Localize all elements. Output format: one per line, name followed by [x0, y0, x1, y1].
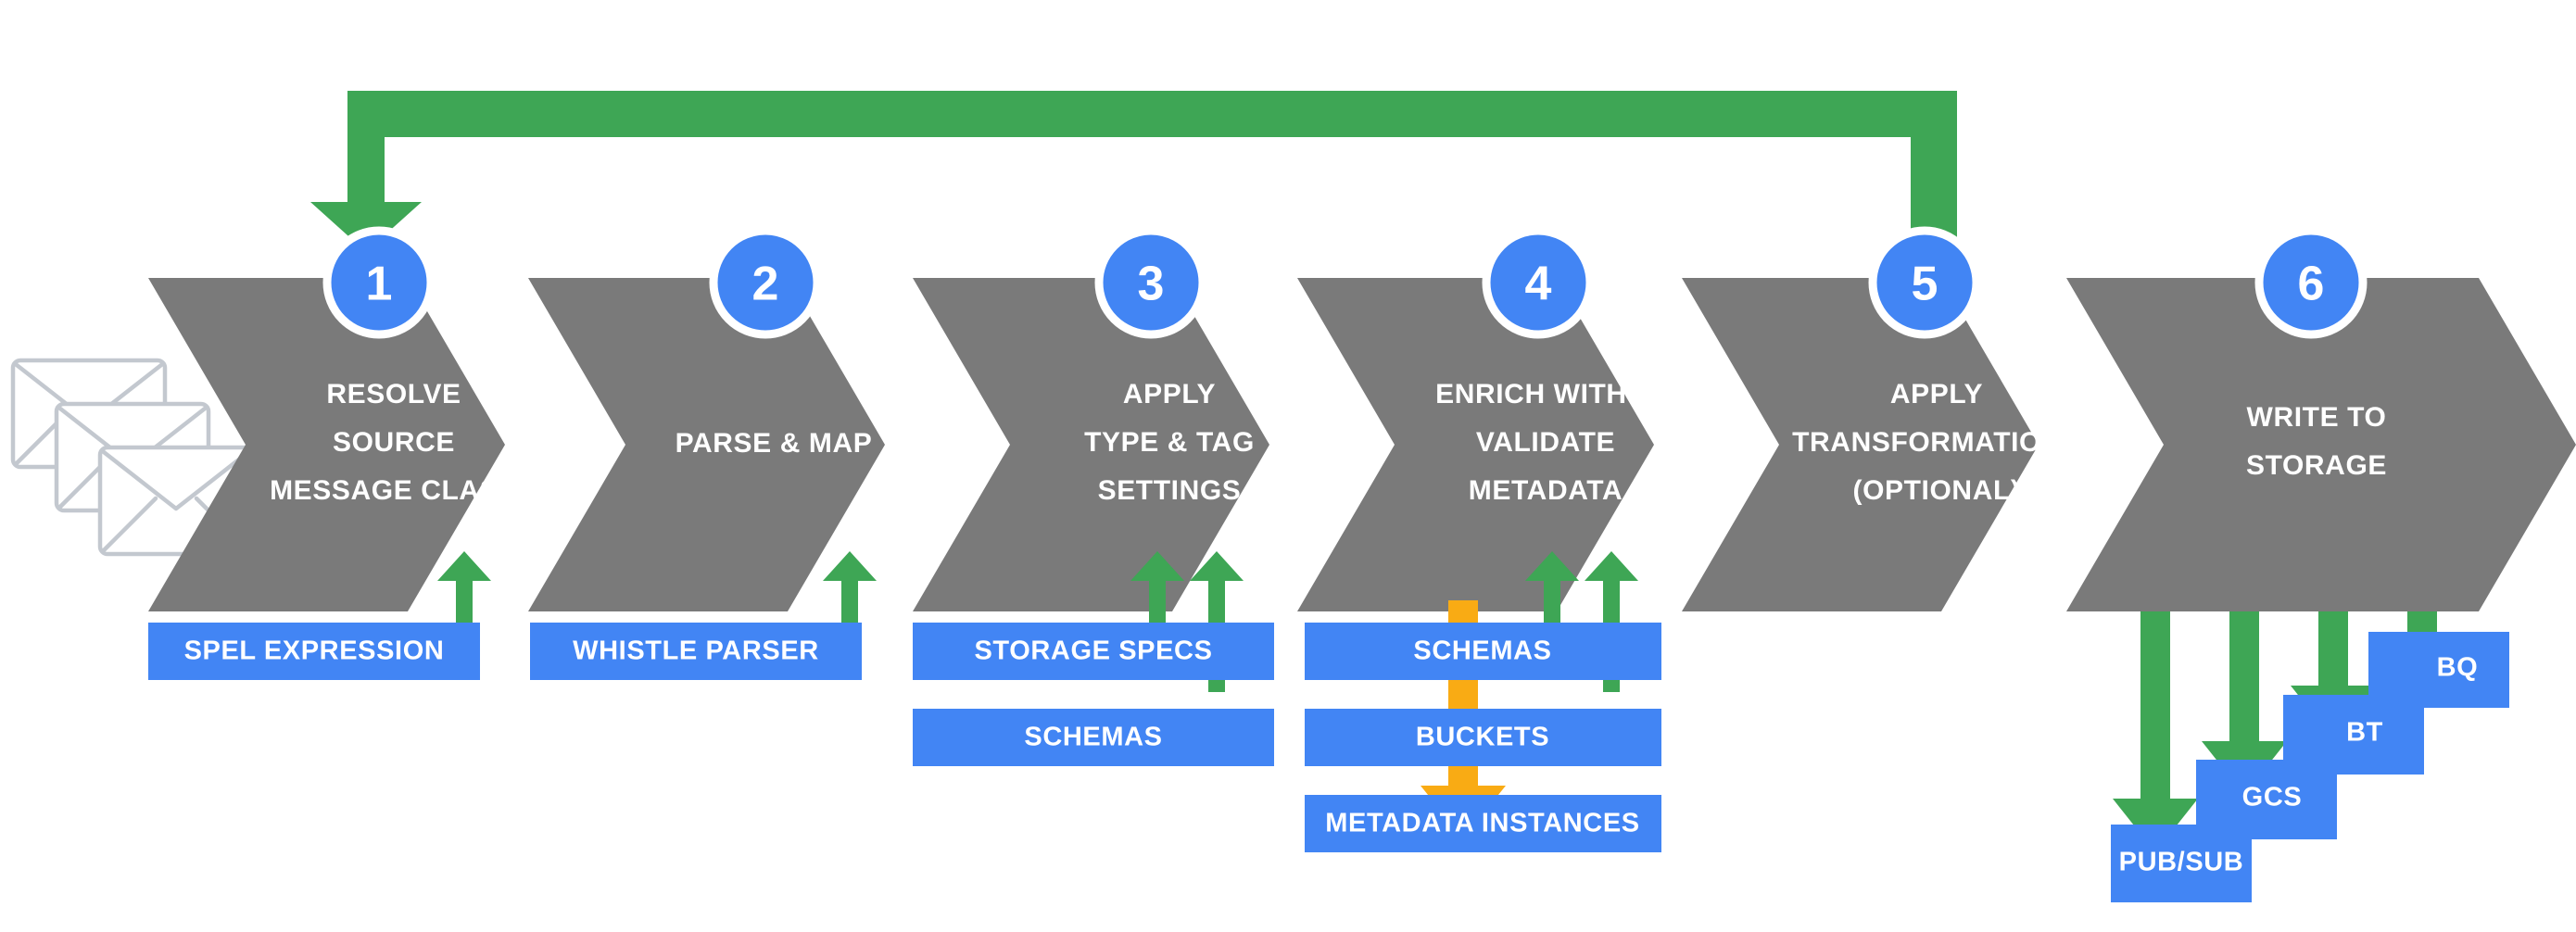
step-badge-6[interactable]: 6	[2254, 226, 2368, 339]
svg-text:TRANSFORMATIONS: TRANSFORMATIONS	[1792, 427, 2081, 458]
step-badge-1[interactable]: 1	[322, 226, 436, 339]
input-arrow-step-3a	[1130, 551, 1184, 644]
svg-text:APPLY: APPLY	[1123, 379, 1216, 409]
input-box-metadata-instances[interactable]: METADATA INSTANCES	[1305, 795, 1661, 852]
step-badge-4[interactable]: 4	[1482, 226, 1595, 339]
input-box-schemas-step-4[interactable]: SCHEMAS	[1305, 623, 1661, 680]
svg-text:SETTINGS: SETTINGS	[1098, 475, 1242, 506]
input-box-schemas-step-3[interactable]: SCHEMAS	[913, 709, 1274, 766]
svg-text:METADATA: METADATA	[1469, 475, 1623, 506]
step-5-chevron[interactable]: APPLY TRANSFORMATIONS (OPTIONAL)	[1682, 278, 2081, 611]
step-6-chevron[interactable]: WRITE TO STORAGE	[2066, 278, 2576, 611]
input-arrow-step-3b	[1190, 551, 1244, 692]
svg-text:TYPE & TAG: TYPE & TAG	[1084, 427, 1255, 458]
svg-text:GCS: GCS	[2242, 783, 2303, 812]
svg-text:BUCKETS: BUCKETS	[1416, 723, 1549, 752]
input-arrow-step-4a	[1525, 551, 1579, 644]
svg-text:(OPTIONAL): (OPTIONAL)	[1853, 475, 2021, 506]
input-box-whistle-parser[interactable]: WHISTLE PARSER	[530, 623, 862, 680]
step-badge-5[interactable]: 5	[1868, 226, 1981, 339]
step-1-chevron[interactable]: RESOLVE SOURCE MESSAGE CLASS	[148, 278, 518, 611]
svg-text:SCHEMAS: SCHEMAS	[1024, 723, 1162, 752]
output-box-pub-sub[interactable]: PUB/SUB	[2111, 825, 2252, 902]
output-arrow-pub-sub	[2113, 611, 2198, 852]
svg-text:APPLY: APPLY	[1890, 379, 1983, 409]
svg-text:BQ: BQ	[2437, 653, 2479, 683]
svg-text:PUB/SUB: PUB/SUB	[2119, 848, 2244, 877]
input-box-storage-specs[interactable]: STORAGE SPECS	[913, 623, 1274, 680]
svg-text:ENRICH WITH &: ENRICH WITH &	[1435, 379, 1656, 409]
svg-text:5: 5	[1912, 258, 1938, 311]
svg-text:6: 6	[2298, 258, 2325, 311]
svg-text:SPEL EXPRESSION: SPEL EXPRESSION	[184, 636, 445, 666]
svg-text:SCHEMAS: SCHEMAS	[1413, 636, 1551, 666]
svg-text:STORAGE: STORAGE	[2246, 450, 2387, 481]
svg-text:WRITE TO: WRITE TO	[2247, 402, 2387, 433]
input-arrow-step-4b	[1585, 551, 1638, 692]
svg-text:BT: BT	[2346, 718, 2383, 748]
input-box-buckets[interactable]: BUCKETS	[1305, 709, 1661, 766]
step-4-chevron[interactable]: ENRICH WITH & VALIDATE METADATA	[1297, 278, 1656, 611]
svg-text:STORAGE SPECS: STORAGE SPECS	[974, 636, 1212, 666]
step-badge-3[interactable]: 3	[1094, 226, 1207, 339]
svg-text:MESSAGE CLASS: MESSAGE CLASS	[270, 475, 518, 506]
svg-text:3: 3	[1138, 258, 1165, 311]
svg-text:SOURCE: SOURCE	[333, 427, 455, 458]
svg-text:VALIDATE: VALIDATE	[1476, 427, 1615, 458]
svg-text:WHISTLE PARSER: WHISTLE PARSER	[573, 636, 819, 666]
svg-text:2: 2	[752, 258, 779, 311]
step-3-chevron[interactable]: APPLY TYPE & TAG SETTINGS	[913, 278, 1269, 611]
svg-text:1: 1	[366, 258, 393, 311]
input-arrow-step-2	[823, 551, 877, 644]
svg-text:RESOLVE: RESOLVE	[326, 379, 461, 409]
feedback-arrow	[310, 91, 1957, 287]
svg-text:4: 4	[1525, 258, 1552, 311]
input-arrow-step-1	[437, 551, 491, 644]
step-2-chevron[interactable]: PARSE & MAP	[528, 278, 885, 611]
input-box-spel-expression[interactable]: SPEL EXPRESSION	[148, 623, 480, 680]
svg-text:METADATA INSTANCES: METADATA INSTANCES	[1325, 809, 1639, 838]
step-badge-2[interactable]: 2	[709, 226, 822, 339]
svg-text:PARSE & MAP: PARSE & MAP	[676, 428, 873, 459]
